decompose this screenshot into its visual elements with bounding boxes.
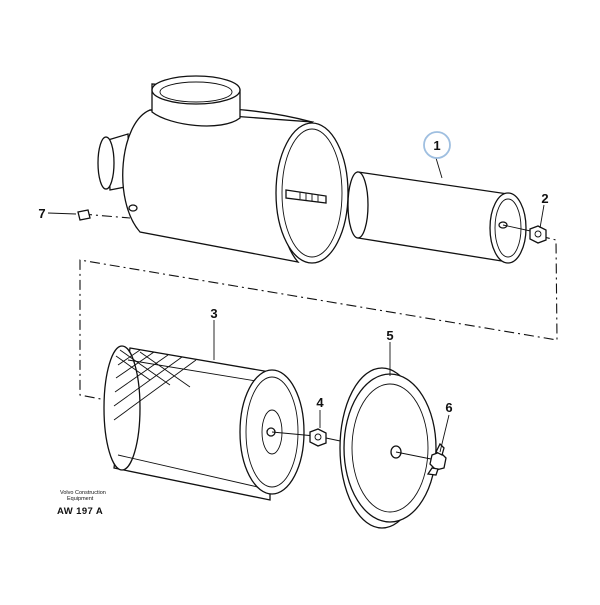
callout-1: 1 [433, 138, 440, 153]
wing-nut-part-6 [426, 442, 447, 476]
callout-2: 2 [541, 191, 548, 206]
assembly-path-dashed [79, 213, 558, 401]
company-name-line1: Volvo Construction [60, 490, 106, 496]
callout-5: 5 [386, 328, 393, 343]
callout-3: 3 [210, 306, 217, 321]
callout-6: 6 [445, 400, 452, 415]
cover-part-5 [339, 367, 437, 529]
filter-mesh-texture [113, 349, 197, 421]
screw-part-7 [77, 209, 91, 221]
filter-housing [97, 75, 349, 264]
main-filter-part-3 [103, 345, 316, 501]
callout-7: 7 [38, 206, 45, 221]
nut-part-2 [529, 225, 547, 244]
callout-4: 4 [316, 395, 324, 410]
drawing-code: AW 197 A [57, 506, 103, 517]
callout-1-highlight-ring [423, 131, 451, 159]
company-name-line2: Equipment [67, 496, 94, 502]
safety-filter-part-1 [347, 171, 536, 264]
leader-lines [47, 157, 545, 453]
